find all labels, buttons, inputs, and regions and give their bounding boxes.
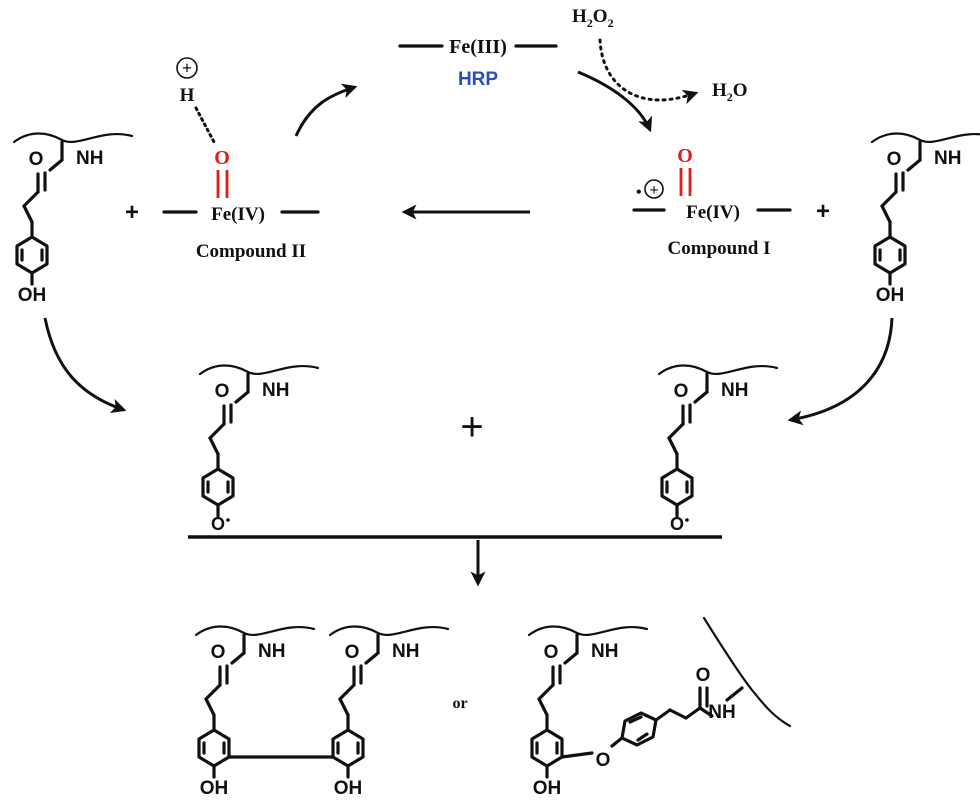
svg-text:+: + [649, 182, 658, 199]
resting-state: Fe(III) HRP [398, 36, 558, 90]
compound-ii-iron: Fe(IV) [211, 204, 265, 225]
compound-i-oxo: O [677, 145, 693, 167]
svg-text:NH: NH [721, 380, 748, 401]
hrp-label: HRP [458, 69, 498, 90]
svg-text:H2O: H2O [712, 80, 748, 104]
arrow-to-right-radical [787, 317, 894, 426]
product-co-dimer-unit: O NH OH [527, 624, 649, 799]
svg-text:NH: NH [392, 641, 419, 662]
water-label: H2O [712, 80, 748, 104]
compound-i: O • + Fe(IV) Compound I [632, 145, 792, 259]
svg-text:H2O2: H2O2 [572, 6, 614, 30]
product-co-ether-aryl: O O NH [560, 616, 792, 771]
svg-text:O: O [215, 381, 230, 402]
compound-ii-oxo: O [214, 147, 230, 169]
cycle-arrow-to-compound-i [577, 70, 653, 133]
arrow-to-left-radical [43, 317, 127, 414]
compound-i-label: Compound I [668, 238, 771, 259]
svg-text:NH: NH [591, 641, 618, 662]
svg-text:NH: NH [934, 148, 961, 169]
svg-text:O: O [29, 149, 44, 170]
svg-text:NH: NH [258, 641, 285, 662]
plus-center: + [460, 405, 483, 449]
svg-text:O: O [670, 514, 684, 534]
compound-ii-label: Compound II [196, 241, 306, 262]
proton-label: H [180, 85, 195, 106]
svg-text:NH: NH [76, 148, 103, 169]
phenoxyl-radical-right: O NH O [657, 363, 779, 534]
svg-text:O: O [596, 750, 611, 771]
phenoxyl-radical-left: O NH O [198, 363, 320, 534]
fe3-label: Fe(III) [449, 36, 507, 58]
svg-text:O: O [544, 642, 559, 663]
svg-text:NH: NH [262, 380, 289, 401]
svg-text:O: O [211, 514, 225, 534]
svg-text:O: O [696, 665, 711, 686]
phenol-substrate-left: O NH OH [12, 131, 134, 306]
svg-text:+: + [182, 58, 192, 78]
or-label: or [452, 695, 467, 712]
svg-text:OH: OH [533, 778, 562, 799]
plus-left: + [125, 199, 139, 226]
plus-right: + [816, 198, 830, 225]
radical-dot: • [636, 184, 642, 201]
compound-ii: + H O Fe(IV) Compound II [162, 57, 320, 262]
svg-text:NH: NH [708, 702, 735, 723]
product-cc-dimer-left-unit: O NH OH [194, 624, 316, 799]
svg-text:OH: OH [18, 285, 47, 306]
svg-text:O: O [887, 149, 902, 170]
svg-text:OH: OH [334, 778, 363, 799]
product-cc-dimer-right-unit: O NH OH [328, 624, 450, 799]
svg-text:O: O [211, 642, 226, 663]
phenol-substrate-right: O NH OH [870, 131, 980, 306]
peroxide-dotted-arrow [598, 38, 699, 105]
compound-i-iron: Fe(IV) [686, 202, 740, 223]
svg-text:O: O [674, 381, 689, 402]
svg-text:OH: OH [876, 285, 905, 306]
svg-text:O: O [345, 642, 360, 663]
svg-text:OH: OH [200, 778, 229, 799]
cycle-arrow-to-resting [294, 83, 358, 137]
oxidant-label: H2O2 [572, 6, 614, 30]
